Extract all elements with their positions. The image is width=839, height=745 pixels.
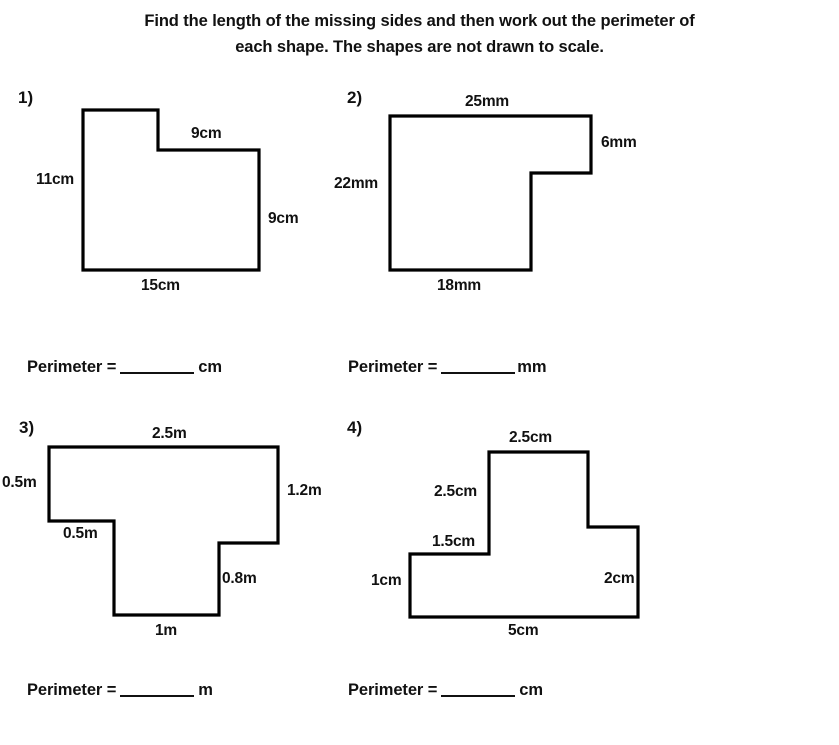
perimeter-unit-2: mm (517, 358, 547, 376)
question-3-number: 3) (19, 418, 35, 437)
shape-4-label-tower-top-length: 2.5cm (509, 429, 552, 446)
shape-1-outline (81, 108, 261, 272)
shape-3-figure (47, 445, 280, 617)
shape-4-figure (408, 450, 640, 619)
shape-4-label-tower-left-height: 2.5cm (434, 483, 477, 500)
perimeter-blank-4[interactable] (441, 680, 516, 697)
instruction-line-1: Find the length of the missing sides and… (144, 12, 695, 30)
shape-1-label-left-height: 11cm (36, 171, 74, 188)
question-2-perimeter-answer: Perimeter = mm (348, 357, 547, 377)
shape-3-label-bottom-length: 1m (155, 622, 178, 639)
question-4-perimeter-answer: Perimeter = cm (348, 680, 543, 700)
perimeter-label-1: Perimeter = (27, 358, 117, 376)
shape-1-label-bottom-length: 15cm (141, 277, 180, 294)
shape-2-label-top-length: 25mm (465, 93, 510, 110)
question-1-perimeter-answer: Perimeter = cm (27, 357, 222, 377)
shape-2-figure (388, 114, 593, 272)
shape-3-label-stem-right-height: 0.8m (222, 570, 257, 587)
question-2-number: 2) (347, 88, 363, 107)
instructions: Find the length of the missing sides and… (0, 8, 839, 60)
question-4-number: 4) (347, 418, 363, 437)
question-1-number: 1) (18, 88, 34, 107)
perimeter-blank-3[interactable] (120, 680, 195, 697)
instruction-line-2: each shape. The shapes are not drawn to … (235, 38, 604, 56)
shape-2-label-right-height: 6mm (601, 134, 637, 151)
shape-2-label-bottom-length: 18mm (437, 277, 482, 294)
shape-3-label-top-length: 2.5m (152, 425, 187, 442)
perimeter-label-2: Perimeter = (348, 358, 438, 376)
shape-4-label-bottom-length: 5cm (508, 622, 539, 639)
question-3-perimeter-answer: Perimeter = m (27, 680, 213, 700)
shape-1-label-right-height: 9cm (268, 210, 299, 227)
shape-1-figure (81, 108, 261, 272)
perimeter-label-4: Perimeter = (348, 681, 438, 699)
shape-3-label-right-height: 1.2m (287, 482, 322, 499)
shape-4-label-left-height: 1cm (371, 572, 402, 589)
shape-1-label-top-inner-length: 9cm (191, 125, 222, 142)
perimeter-unit-3: m (198, 681, 213, 699)
shape-2-label-left-height: 22mm (334, 175, 379, 192)
perimeter-unit-1: cm (198, 358, 222, 376)
shape-4-outline (408, 450, 640, 619)
perimeter-label-3: Perimeter = (27, 681, 117, 699)
perimeter-blank-2[interactable] (441, 357, 516, 374)
perimeter-unit-4: cm (519, 681, 543, 699)
shape-3-outline (47, 445, 280, 617)
shape-4-label-left-step-length: 1.5cm (432, 533, 475, 550)
shape-3-label-left-height: 0.5m (2, 474, 37, 491)
shape-2-outline (388, 114, 593, 272)
shape-3-label-left-step-length: 0.5m (63, 525, 98, 542)
perimeter-blank-1[interactable] (120, 357, 195, 374)
shape-4-label-right-height: 2cm (604, 570, 635, 587)
